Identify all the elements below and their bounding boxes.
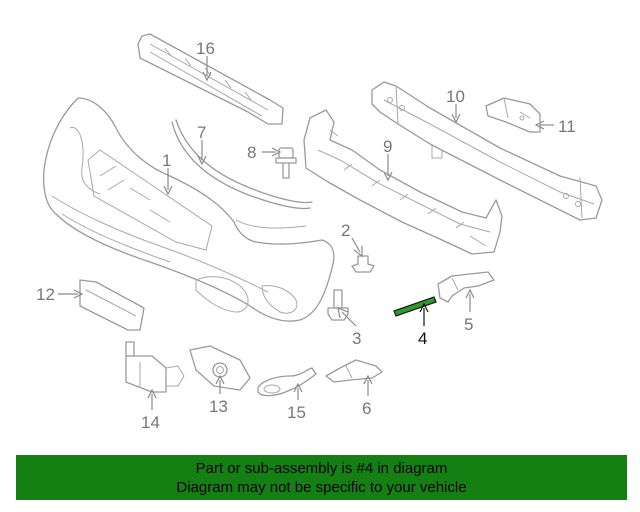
parts-diagram: 16 7 1 8 9 10 11 2 3 4 5 12 14 13 15 6 xyxy=(36,33,603,432)
part-14-sensor xyxy=(125,341,185,393)
part-4-highlighted xyxy=(393,296,437,317)
callout-12[interactable]: 12 xyxy=(36,285,55,304)
part-5-bracket xyxy=(437,271,495,303)
notice-line-disclaimer: Diagram may not be specific to your vehi… xyxy=(176,479,467,496)
callout-9[interactable]: 9 xyxy=(383,137,392,156)
part-1-bumper-fascia xyxy=(42,97,335,322)
fitment-notice-banner: Part or sub-assembly is #4 in diagram Di… xyxy=(16,455,627,500)
part-16-absorber xyxy=(137,33,284,125)
notice-line-part: Part or sub-assembly is #4 in diagram xyxy=(195,460,448,477)
part-7-trim-strip xyxy=(171,119,313,210)
part-11-bracket xyxy=(485,97,541,133)
callout-8[interactable]: 8 xyxy=(247,143,256,162)
callout-3[interactable]: 3 xyxy=(352,329,361,348)
callout-16[interactable]: 16 xyxy=(196,39,215,58)
part-10-reinforcement-beam xyxy=(371,81,603,221)
callout-4[interactable]: 4 xyxy=(418,329,427,348)
part-15-tow-hook xyxy=(257,367,317,397)
callout-14[interactable]: 14 xyxy=(141,413,160,432)
callout-6[interactable]: 6 xyxy=(362,399,371,418)
part-9-foam-absorber xyxy=(303,109,503,255)
callout-5[interactable]: 5 xyxy=(464,315,473,334)
leader-lines xyxy=(58,56,554,410)
callout-13[interactable]: 13 xyxy=(209,397,228,416)
callout-2[interactable]: 2 xyxy=(341,221,350,240)
callout-7[interactable]: 7 xyxy=(197,123,206,142)
part-13-fog-bezel xyxy=(189,345,251,391)
part-2-clip xyxy=(351,255,375,273)
part-6-bracket xyxy=(325,359,383,383)
part-8-bolt xyxy=(275,147,297,179)
callout-15[interactable]: 15 xyxy=(287,403,306,422)
callout-1[interactable]: 1 xyxy=(162,151,171,170)
callout-10[interactable]: 10 xyxy=(446,87,465,106)
callout-11[interactable]: 11 xyxy=(558,117,576,136)
part-12-plate xyxy=(79,279,145,331)
callout-labels: 16 7 1 8 9 10 11 2 3 4 5 12 14 13 15 6 xyxy=(36,39,576,432)
